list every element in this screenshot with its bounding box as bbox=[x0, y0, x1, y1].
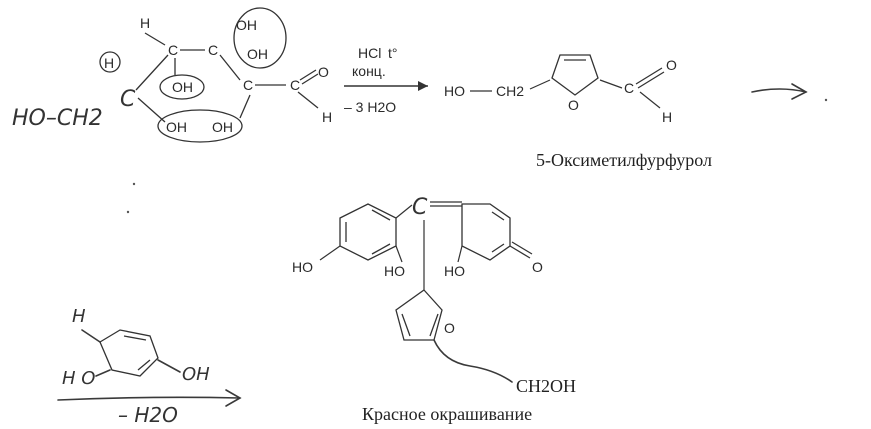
oh-top-right: OH bbox=[236, 17, 257, 33]
speck bbox=[126, 210, 130, 214]
bond bbox=[297, 91, 319, 109]
oh-middle-ellipse bbox=[159, 74, 205, 100]
dye-ch2oh: CH2OH bbox=[516, 376, 576, 396]
hmf-carbonyl-c: C bbox=[624, 80, 634, 96]
bond bbox=[239, 94, 251, 119]
speck bbox=[132, 182, 136, 186]
dye-left-ring-double bbox=[345, 209, 391, 255]
arrow2-head bbox=[791, 83, 808, 100]
product-hmf: HO CH2 O C O H 5-Оксиметилфурфурол bbox=[444, 54, 712, 170]
oh-bottom-ellipse bbox=[157, 109, 243, 143]
dye-caption: Красное окрашивание bbox=[362, 404, 532, 424]
bond bbox=[639, 91, 661, 109]
hmf-ch2: CH2 bbox=[496, 83, 524, 99]
dye-ho-right: HO bbox=[444, 263, 465, 279]
c-atom-1: C bbox=[168, 42, 178, 58]
product-dye: HO HO C O HO O CH2OH Красное окрашивание bbox=[292, 195, 576, 424]
dye-right-ring-double bbox=[491, 211, 505, 253]
bond bbox=[529, 79, 551, 90]
dye-ho-mid: HO bbox=[384, 263, 405, 279]
hmf-name: 5-Оксиметилфурфурол bbox=[536, 150, 712, 170]
resorcinol-double bbox=[123, 335, 151, 371]
resorcinol-ring bbox=[99, 329, 159, 377]
oh-middle: OH bbox=[172, 79, 193, 95]
hmf-carbonyl-h: H bbox=[662, 109, 672, 125]
handwritten-hoch2: HO–CH2 bbox=[12, 106, 103, 131]
c-atom-4: C bbox=[290, 77, 300, 93]
bond bbox=[95, 369, 111, 377]
dye-quinone-double bbox=[509, 241, 533, 259]
reagent-degree: t° bbox=[388, 45, 398, 61]
bond bbox=[395, 245, 403, 263]
hmf-ring-o: O bbox=[568, 97, 579, 113]
aldehyde-o: O bbox=[318, 64, 329, 80]
dye-quinone-o: O bbox=[532, 259, 543, 275]
bond bbox=[135, 54, 169, 91]
oh-right-ellipse bbox=[233, 7, 287, 69]
arrow2-line bbox=[751, 88, 807, 93]
hmf-carbonyl-o: O bbox=[666, 57, 677, 73]
resorcinol-ho: H O bbox=[62, 368, 95, 389]
bond bbox=[599, 79, 623, 89]
hmf-double-bond bbox=[635, 67, 665, 89]
dye-left-ring bbox=[339, 203, 397, 261]
resorcinol-h: H bbox=[72, 306, 86, 327]
reagent-hcl: HCl bbox=[358, 45, 381, 61]
reaction-arrow-2 bbox=[751, 83, 808, 100]
bond bbox=[219, 54, 241, 81]
bond bbox=[157, 359, 181, 373]
handwritten-c: C bbox=[120, 87, 136, 112]
dye-furan-double bbox=[401, 313, 439, 337]
dye-ho-left: HO bbox=[292, 259, 313, 275]
h-atom-circle bbox=[99, 51, 121, 73]
h-atom-top: H bbox=[140, 15, 150, 31]
bond bbox=[137, 97, 166, 123]
arrow3-line bbox=[57, 396, 241, 401]
h-atom-circled: H bbox=[104, 55, 114, 71]
dye-central-c: C bbox=[412, 195, 428, 220]
resorcinol-oh: OH bbox=[182, 364, 210, 385]
reaction-arrow-1: HCl t° конц. – 3 H2O bbox=[344, 45, 428, 115]
bond bbox=[457, 245, 463, 263]
dye-right-ring bbox=[461, 203, 511, 261]
bond bbox=[319, 245, 341, 261]
oh-right: OH bbox=[247, 46, 268, 62]
c-atom-2: C bbox=[208, 42, 218, 58]
double-bond-co bbox=[299, 69, 319, 85]
oh-bottom-left: OH bbox=[166, 119, 187, 135]
bond bbox=[395, 204, 413, 219]
c-atom-3: C bbox=[243, 77, 253, 93]
arrow3-head bbox=[225, 389, 242, 407]
speck bbox=[824, 98, 828, 102]
hmf-ho: HO bbox=[444, 83, 465, 99]
reagent-conditions: конц. bbox=[352, 63, 386, 79]
reaction-arrow-3: H H O OH – H2O bbox=[57, 306, 242, 427]
bond bbox=[81, 329, 101, 343]
reagent-loss: – 3 H2O bbox=[344, 99, 396, 115]
oh-bottom-right: OH bbox=[212, 119, 233, 135]
hmf-furan-ring bbox=[551, 54, 599, 96]
dye-furan-o: O bbox=[444, 320, 455, 336]
dye-furan-ring bbox=[395, 289, 443, 341]
h-atom-aldehyde: H bbox=[322, 109, 332, 125]
arrow-head bbox=[418, 81, 428, 91]
bond bbox=[144, 32, 166, 46]
reactant-sugar: H H H C C C C O HO–CH2 C OH OH OH OH OH bbox=[12, 7, 332, 143]
dye-ch2-bond bbox=[433, 339, 513, 383]
arrow3-loss: – H2O bbox=[118, 403, 178, 427]
